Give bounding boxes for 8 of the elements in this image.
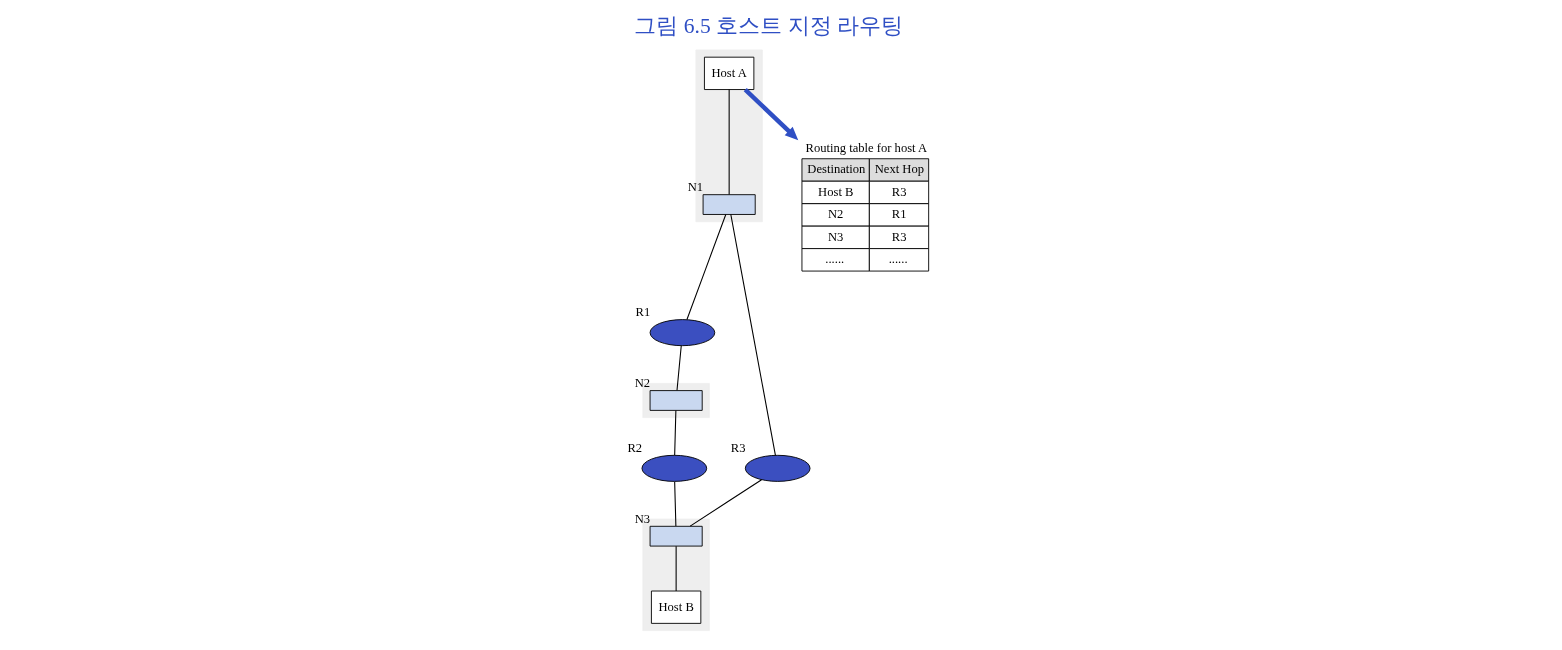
node-label: R2 xyxy=(626,440,642,455)
node-label: N1 xyxy=(687,180,703,195)
node-label: N3 xyxy=(634,511,650,526)
node-text: Routing table for host A Destination Next Hop Host B R3 N2 R1 N3 R3 ...... ...... xyxy=(805,140,927,267)
node-label: R3 xyxy=(730,440,745,455)
node-label: N2 xyxy=(634,376,650,391)
diagram-title: 그림 6.5 호스트 지정 라우팅 xyxy=(633,14,903,39)
node-label: R1 xyxy=(635,305,650,320)
